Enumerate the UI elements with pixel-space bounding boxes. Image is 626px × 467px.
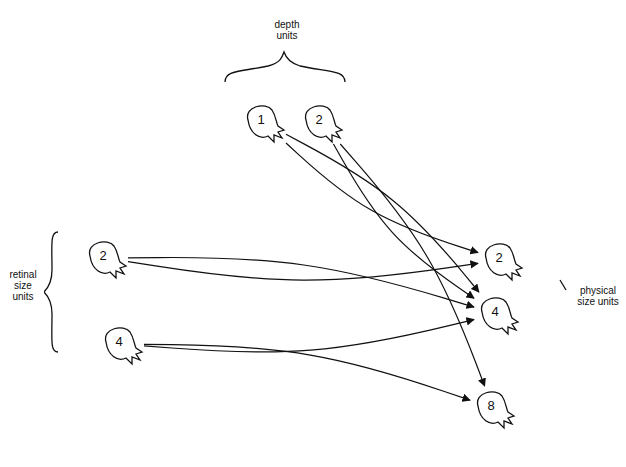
connection-line (144, 344, 470, 400)
connection-line (286, 143, 478, 253)
unit-number: 4 (484, 304, 506, 320)
unit-node: 4 (474, 292, 520, 336)
unit-node: 1 (240, 100, 286, 144)
unit-node: 2 (478, 238, 524, 282)
connection-line (144, 320, 474, 352)
unit-node: 8 (470, 386, 516, 430)
unit-number: 2 (308, 112, 330, 128)
unit-number: 8 (480, 398, 502, 414)
connection-line (286, 134, 479, 292)
retinal-bracket (44, 232, 58, 352)
unit-number: 2 (488, 250, 510, 266)
group-label: physical size units (572, 284, 624, 308)
unit-number: 2 (92, 248, 114, 264)
depth-bracket (225, 52, 345, 82)
connection-line (128, 257, 474, 307)
unit-number: 4 (108, 334, 130, 350)
group-label: depth units (262, 18, 312, 42)
unit-number: 1 (250, 112, 272, 128)
unit-node: 2 (298, 100, 344, 144)
unit-node: 2 (82, 236, 128, 280)
physical-tick (560, 280, 566, 290)
unit-node: 4 (98, 322, 144, 366)
group-label: retinal size units (2, 268, 44, 303)
